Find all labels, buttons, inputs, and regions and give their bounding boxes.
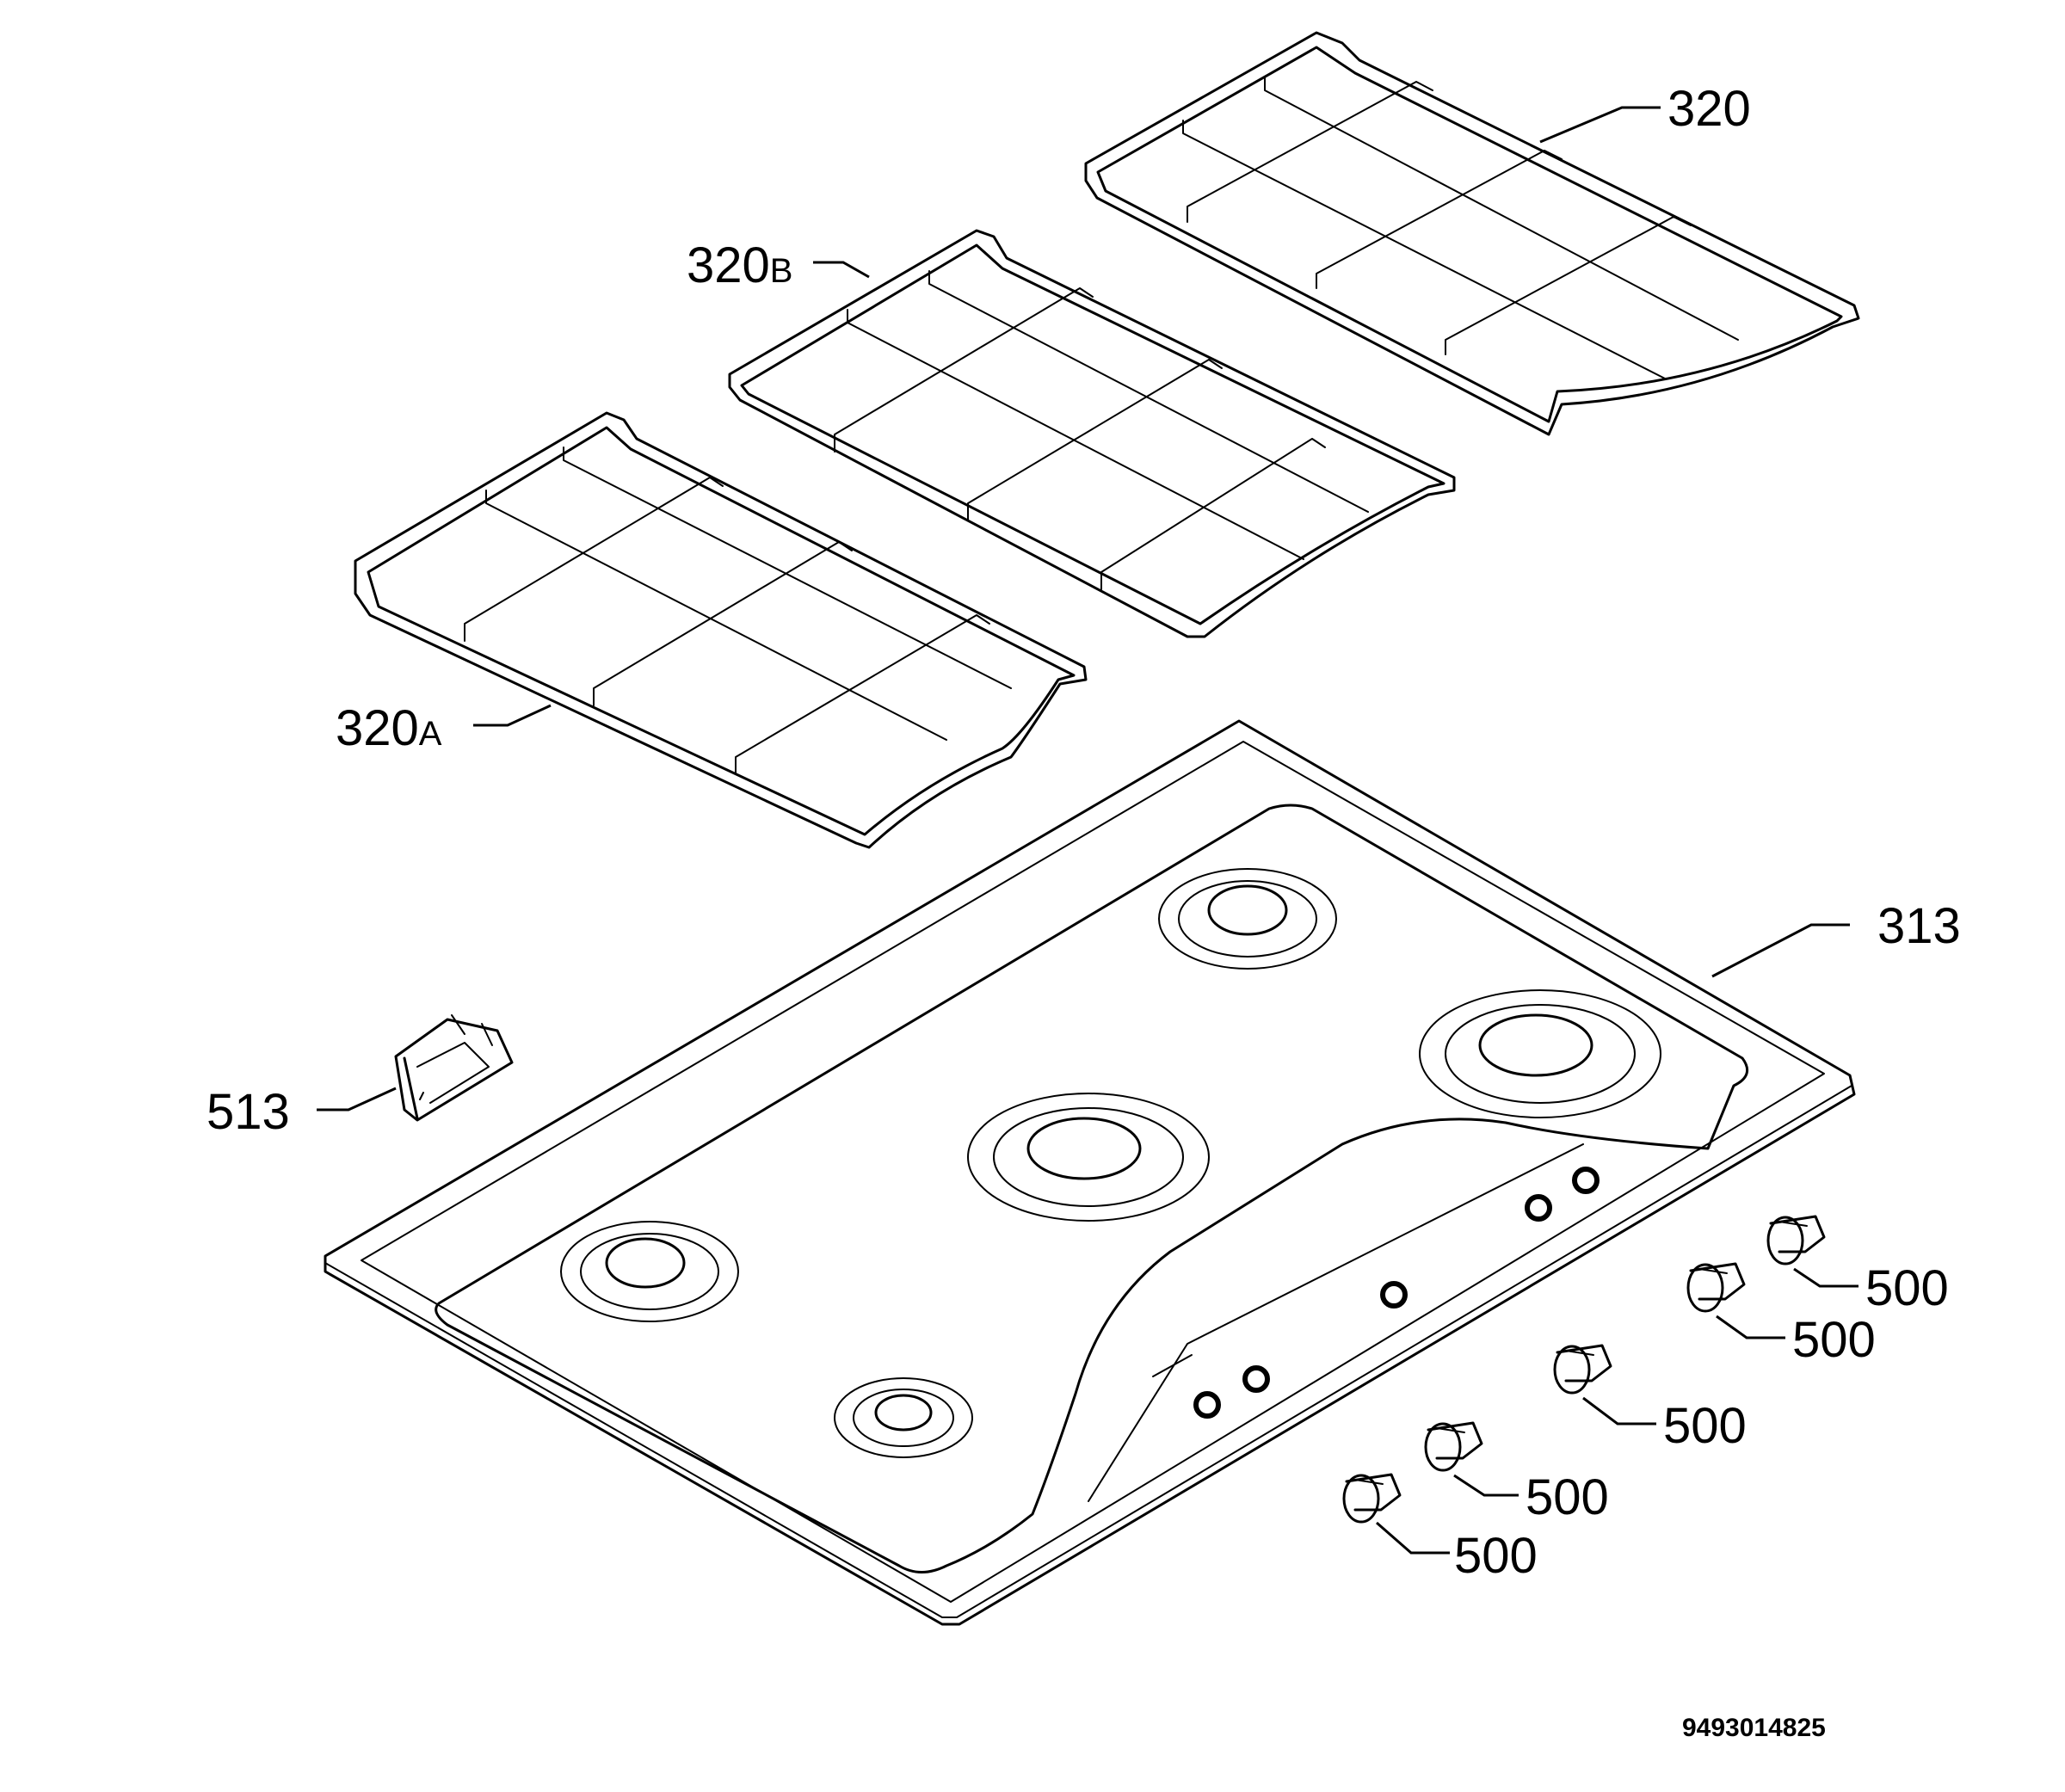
knob-500-1[interactable] xyxy=(1766,1215,1826,1265)
pan-support-320b[interactable] xyxy=(728,229,1456,638)
label-320: 320 xyxy=(1667,81,1751,137)
pan-support-320[interactable] xyxy=(1084,31,1860,436)
burner-front xyxy=(834,1377,973,1458)
drawing-code: 9493014825 xyxy=(1682,1714,1826,1742)
label-500-5: 500 xyxy=(1454,1528,1538,1584)
label-320a: 320A xyxy=(336,700,442,756)
knob-holes xyxy=(1193,1167,1600,1419)
label-500-3: 500 xyxy=(1663,1398,1747,1454)
burner-right xyxy=(1419,989,1661,1118)
knob-500-2[interactable] xyxy=(1686,1262,1746,1313)
label-313: 313 xyxy=(1877,898,1961,954)
burner-rear-right xyxy=(1158,868,1337,970)
burner-center xyxy=(967,1093,1210,1222)
label-513: 513 xyxy=(206,1084,290,1140)
hob-top-313[interactable] xyxy=(324,719,1856,1626)
label-320b: 320B xyxy=(687,237,792,293)
pan-support-320a[interactable] xyxy=(354,411,1088,849)
fixing-clip-513[interactable] xyxy=(394,1014,514,1122)
knob-500-4[interactable] xyxy=(1424,1421,1483,1472)
burner-left xyxy=(560,1221,739,1322)
label-500-2: 500 xyxy=(1792,1312,1876,1368)
leader-lines xyxy=(317,106,1858,1555)
label-500-4: 500 xyxy=(1526,1469,1609,1525)
knob-500-3[interactable] xyxy=(1553,1344,1612,1395)
knob-500-5[interactable] xyxy=(1342,1473,1402,1524)
label-500-1: 500 xyxy=(1865,1260,1949,1316)
